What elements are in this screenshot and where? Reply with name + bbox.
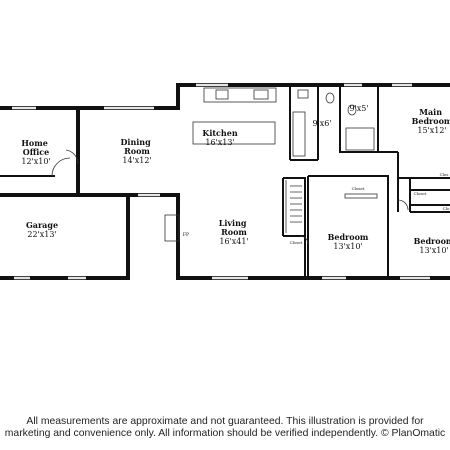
exterior-walls xyxy=(0,83,450,280)
room-labels: Home Office 12'x10' Garage 22'x13' Dinin… xyxy=(21,104,450,255)
home-office-name-2: Office xyxy=(23,147,50,157)
home-office-name: Home Office xyxy=(21,138,50,157)
main-top-wall xyxy=(76,83,450,110)
dining-room-name-2: Room xyxy=(124,146,150,156)
main-bedroom-name-1: Main xyxy=(419,107,442,117)
door-swing-icon xyxy=(299,235,309,245)
living-room-name: Living Room xyxy=(219,218,250,237)
stairs-icon xyxy=(285,180,302,233)
kitchen-island xyxy=(192,121,276,145)
fireplace-label: FP xyxy=(183,232,189,238)
toilet-icon xyxy=(325,92,335,104)
windows xyxy=(12,83,430,280)
kitchen-name: Kitchen xyxy=(202,128,237,138)
stair-walls xyxy=(283,177,306,236)
disclaimer: All measurements are approximate and not… xyxy=(0,416,450,439)
main-bedroom-name-2: Bedroom xyxy=(412,116,450,126)
bath2-walls xyxy=(339,85,378,153)
fixtures xyxy=(51,87,409,245)
fireplace xyxy=(164,214,180,242)
dining-room-name-1: Dining xyxy=(120,137,151,147)
bedroom-center-size: 13'x10' xyxy=(333,242,362,251)
bathtub-icon xyxy=(292,111,306,157)
stove-icon xyxy=(253,89,269,100)
shower-icon xyxy=(345,127,375,151)
closet-right-top-label: Clos xyxy=(440,172,449,177)
bedroom-right-size: 13'x10' xyxy=(419,246,448,255)
main-bedroom-size: 15'x12' xyxy=(417,126,446,135)
garage-name: Garage xyxy=(26,220,58,230)
main-bedroom-name: Main Bedroom xyxy=(412,107,450,126)
toilet-icon-2 xyxy=(347,104,357,116)
door-swing-icon xyxy=(397,199,409,211)
dining-room-name: Dining Room xyxy=(120,137,153,156)
dining-room-size: 14'x12' xyxy=(122,156,151,165)
closet-right-mid-label: Closet xyxy=(414,191,427,196)
closet-right-bottom-label: Clo xyxy=(443,206,450,211)
home-office-name-1: Home xyxy=(21,138,47,148)
living-left-bottom-wall xyxy=(126,193,307,280)
living-room-size: 16'x41' xyxy=(219,237,248,246)
disclaimer-line-1: All measurements are approximate and not… xyxy=(26,416,424,427)
garage-size: 22'x13' xyxy=(27,230,56,239)
bedroom-center-name: Bedroom xyxy=(328,232,369,242)
bath-sink-icon xyxy=(297,89,309,99)
sink-icon xyxy=(215,89,229,100)
bedroom-right-name: Bedroom xyxy=(414,236,450,246)
bedroom-center-walls xyxy=(308,175,389,278)
bath-1-size: 9'x6' xyxy=(312,119,331,128)
kitchen-counter xyxy=(203,87,277,103)
closet-hall-label: Closet xyxy=(290,240,303,245)
interior-walls xyxy=(0,85,450,278)
kitchen-size: 16'x13' xyxy=(205,138,234,147)
living-room-name-1: Living xyxy=(219,218,247,228)
living-room-name-2: Room xyxy=(221,227,247,237)
disclaimer-line-2: marketing and convenience only. All info… xyxy=(4,427,446,439)
bath-2-size: 9'x5' xyxy=(349,104,368,113)
closet-bedroom-label: Closet xyxy=(352,186,365,191)
door-swing-icon xyxy=(65,149,79,165)
home-office-size: 12'x10' xyxy=(21,157,50,166)
door-swing-icon xyxy=(51,157,71,177)
closet-rod xyxy=(344,193,378,199)
garage-walls xyxy=(0,193,130,280)
